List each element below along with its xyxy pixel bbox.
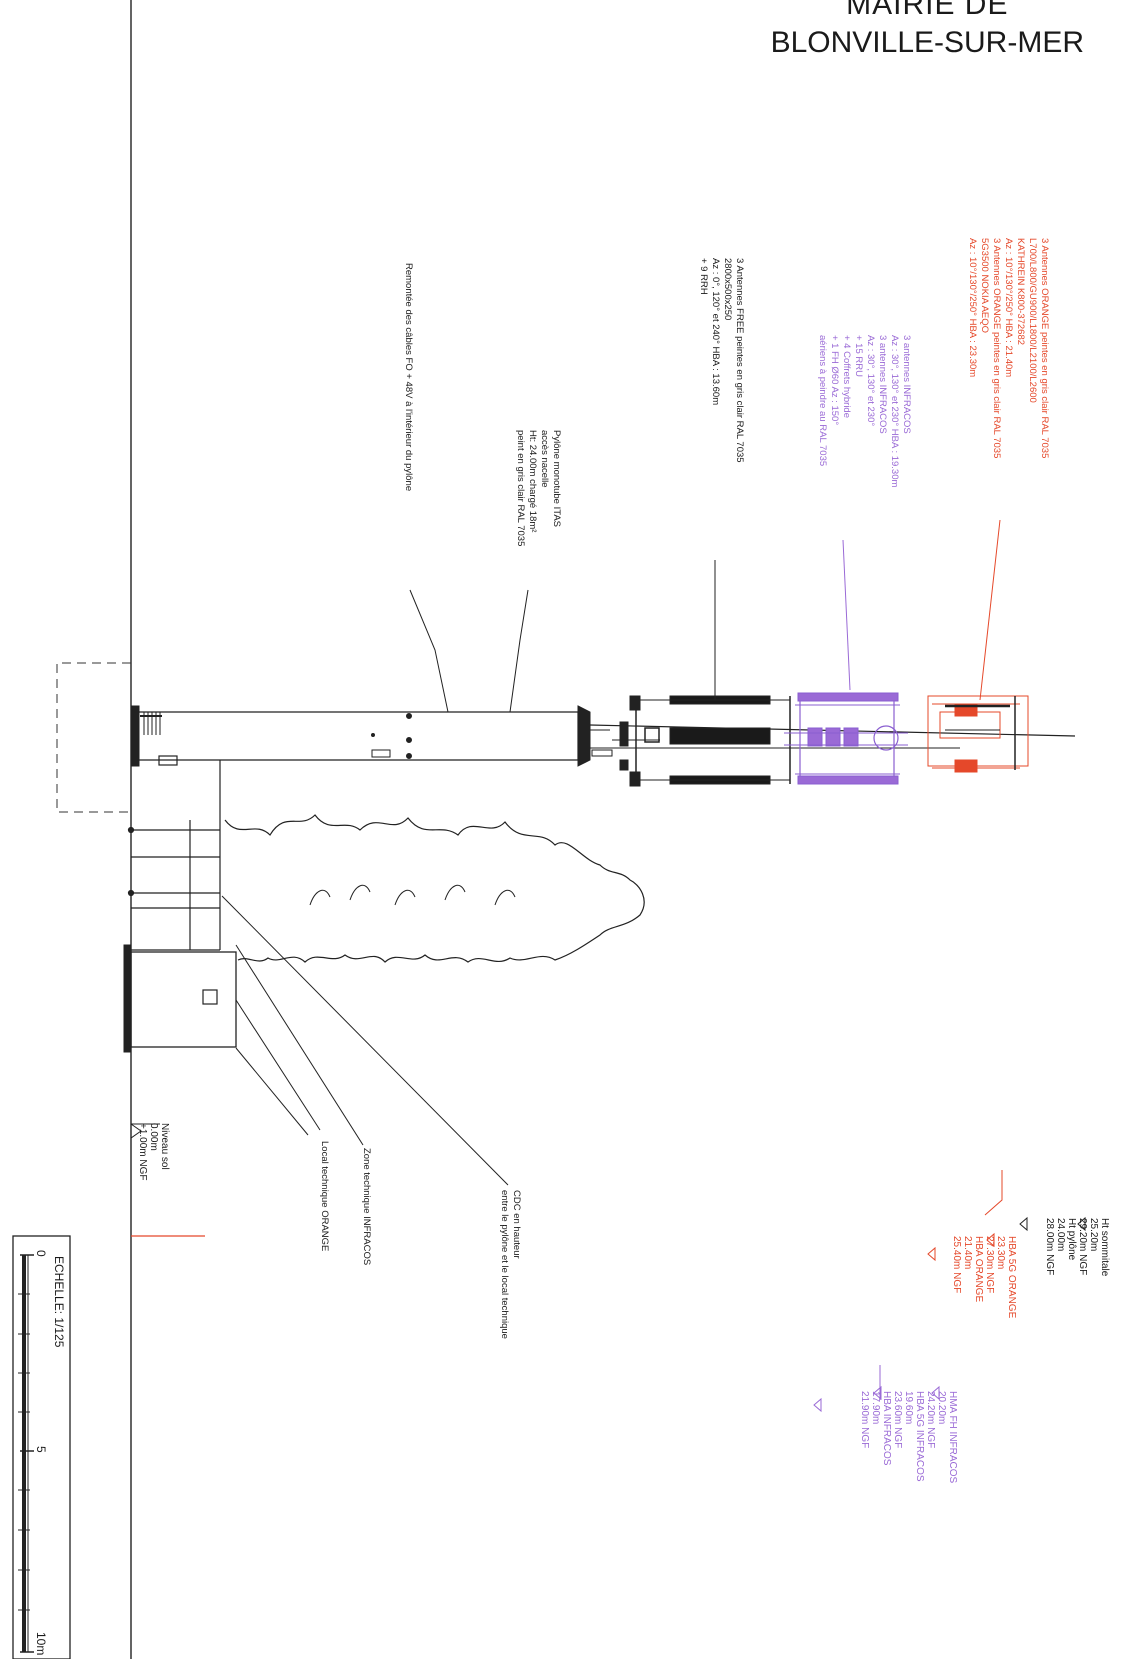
cdc-line-1: CDC en hauteur bbox=[511, 1190, 522, 1259]
orange-line-7: Az : 10°/130°/250° HBA : 23.30m bbox=[967, 238, 978, 378]
dashed-boundary bbox=[56, 662, 131, 813]
level-black-label-1: Ht sommitale bbox=[1099, 1218, 1110, 1277]
local-technique bbox=[123, 944, 237, 1053]
pylone-line-2: accès nacelle bbox=[539, 430, 550, 488]
pylone-line-4: peint en gris clair RAL 7035 bbox=[515, 430, 526, 547]
tree bbox=[224, 814, 645, 963]
scale-tick-10: 10m bbox=[34, 1632, 48, 1656]
level-marker-ground bbox=[130, 1123, 142, 1139]
local-text: Local technique ORANGE bbox=[318, 1141, 330, 1251]
free-line-1: 3 Antennes FREE peintes en gris clair RA… bbox=[734, 258, 745, 463]
orange-line-4: Az : 10°/130°/250° HBA : 21.40m bbox=[1003, 238, 1014, 378]
title-line-2: BLONVILLE-SUR-MER bbox=[770, 26, 1084, 59]
level-orange-label-2: HBA ORANGE bbox=[973, 1236, 984, 1303]
scale-bar bbox=[12, 1235, 71, 1659]
orange-line-6: 5G3500 NOKIA AEQO bbox=[979, 238, 990, 334]
level-black-label-2: Ht pylône bbox=[1066, 1218, 1077, 1261]
title-line-1: MAIRIE DE bbox=[846, 0, 1009, 21]
zone-text: Zone technique INFRACOS bbox=[360, 1148, 372, 1265]
zone-line: Zone technique INFRACOS bbox=[361, 1148, 372, 1266]
level-purple-value-2: 19.60m bbox=[903, 1391, 914, 1425]
infracos-antennas-text: 3 antennes INFRACOS Az : 30°, 130° et 23… bbox=[816, 335, 912, 487]
orange-line-5: 3 Antennes ORANGE peintes en gris clair … bbox=[991, 238, 1002, 459]
level-purple-label-1: HMA FH INFRACOS bbox=[947, 1391, 958, 1484]
pylon bbox=[130, 705, 1076, 767]
level-orange-value-1: 23.30m bbox=[995, 1236, 1006, 1270]
level-orange: HBA 5G ORANGE 23.30m 27.30m NGF HBA ORAN… bbox=[951, 1236, 1017, 1318]
level-black-ngf-2: 28.00m NGF bbox=[1044, 1218, 1055, 1276]
level-purple-value-3: 17.90m bbox=[870, 1391, 881, 1425]
level-orange-value-2: 21.40m bbox=[962, 1236, 973, 1270]
niveau-line-1: Niveau sol bbox=[159, 1123, 170, 1170]
level-purple-ngf-2: 23.60m NGF bbox=[892, 1391, 903, 1449]
infracos-line-2: Az : 30°, 130° et 230° HBA : 19.30m bbox=[889, 335, 900, 488]
cdc-text: CDC en hauteur entre le pylône et le loc… bbox=[498, 1190, 522, 1339]
pylone-text: Pylône monotube ITAS accès nacelle Ht: 2… bbox=[514, 430, 562, 546]
level-purple-ngf-1: 24.20m NGF bbox=[925, 1391, 936, 1449]
level-black-ngf-1: 29.20m NGF bbox=[1077, 1218, 1088, 1276]
niveau-text: Niveau sol 0.00m +1.00m NGF bbox=[137, 1123, 170, 1181]
level-black-1: Ht sommitale 25.20m 29.20m NGF Ht pylône… bbox=[1044, 1218, 1110, 1276]
level-markers bbox=[813, 1216, 1086, 1413]
orange-line-3: KATHREIN K800-372682 bbox=[1015, 238, 1026, 346]
local-line: Local technique ORANGE bbox=[319, 1141, 330, 1252]
infracos-line-1: 3 antennes INFRACOS bbox=[901, 335, 912, 434]
level-purple-ngf-3: 21.90m NGF bbox=[859, 1391, 870, 1449]
infracos-antennas bbox=[784, 692, 908, 785]
infracos-line-8: aériens à peindre au RAL 7035 bbox=[817, 335, 828, 467]
fence bbox=[127, 760, 221, 951]
level-black-value-1: 25.20m bbox=[1088, 1218, 1099, 1252]
orange-line-2: L700/L800/GU900/L1800/L2100/L2600 bbox=[1027, 238, 1038, 403]
infracos-line-7: + 1 FH Ø60 Az : 150° bbox=[829, 335, 840, 426]
orange-line-1: 3 Antennes ORANGE peintes en gris clair … bbox=[1039, 238, 1050, 459]
level-orange-ngf-2: 25.40m NGF bbox=[951, 1236, 962, 1294]
free-line-4: + 9 RRH bbox=[698, 258, 709, 295]
level-orange-label-1: HBA 5G ORANGE bbox=[1006, 1236, 1017, 1319]
ground-leaders bbox=[221, 895, 509, 1186]
level-purple-label-3: HBA INFRACOS bbox=[881, 1391, 892, 1466]
free-line-3: Az : 0°, 120° et 240° HBA : 13.60m bbox=[710, 258, 721, 406]
orange-antennas bbox=[927, 695, 1029, 773]
niveau-line-3: +1.00m NGF bbox=[137, 1123, 148, 1181]
cables-text: Remontée des câbles FO + 48V à l'intérie… bbox=[402, 263, 414, 491]
free-antennas-text: 3 Antennes FREE peintes en gris clair RA… bbox=[697, 258, 745, 463]
level-orange-ngf-1: 27.30m NGF bbox=[984, 1236, 995, 1294]
scale-tick-0: 0 bbox=[34, 1250, 48, 1257]
orange-antennas-text: 3 Antennes ORANGE peintes en gris clair … bbox=[966, 238, 1050, 458]
infracos-line-4: Az : 30°, 130° et 230° bbox=[865, 335, 876, 427]
pylone-line-1: Pylône monotube ITAS bbox=[551, 430, 562, 527]
level-purple: HMA FH INFRACOS 20.20m 24.20m NGF HBA 5G… bbox=[859, 1391, 958, 1483]
drawing-title: MAIRIE DE BLONVILLE-SUR-MER bbox=[771, 0, 1084, 62]
cdc-line-2: entre le pylône et le local technique bbox=[499, 1190, 510, 1339]
infracos-line-6: + 4 Coffrets hybride bbox=[841, 335, 852, 418]
infracos-line-5: + 15 RRU bbox=[853, 335, 864, 377]
tree-branches bbox=[309, 884, 516, 906]
niveau-line-2: 0.00m bbox=[148, 1123, 159, 1151]
scale-tick-5: 5 bbox=[34, 1446, 48, 1453]
orange-level-leader bbox=[984, 1170, 1003, 1216]
level-purple-label-2: HBA 5G INFRACOS bbox=[914, 1391, 925, 1482]
free-antennas bbox=[612, 695, 791, 787]
pylone-line-3: Ht: 24.00m chargé 18m² bbox=[527, 430, 538, 533]
scale-label: ECHELLE: 1/125 bbox=[52, 1256, 66, 1348]
cables-line: Remontée des câbles FO + 48V à l'intérie… bbox=[403, 263, 414, 492]
free-line-2: 2800x500x250 bbox=[722, 258, 733, 321]
level-purple-value-1: 20.20m bbox=[936, 1391, 947, 1425]
level-black-value-2: 24.00m bbox=[1055, 1218, 1066, 1252]
infracos-line-3: 3 antennes INFRACOS bbox=[877, 335, 888, 434]
leader-lines bbox=[409, 519, 1001, 713]
